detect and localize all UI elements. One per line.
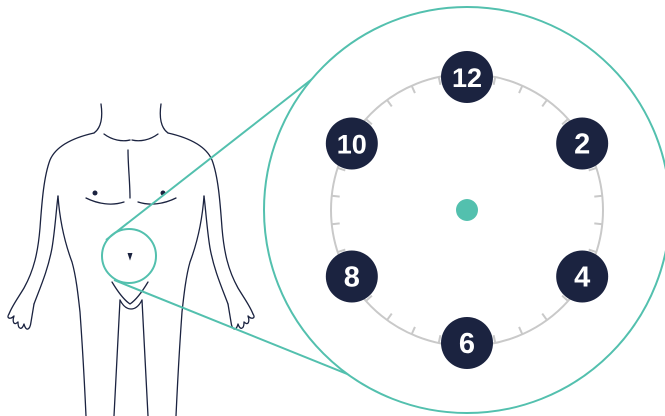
navel-center-dot bbox=[456, 199, 478, 221]
hour-marker-label: 4 bbox=[574, 262, 590, 294]
hour-marker-label: 8 bbox=[344, 262, 360, 294]
clock-tick bbox=[594, 223, 602, 224]
clock-tick bbox=[332, 223, 340, 224]
hour-marker-12: 12 bbox=[441, 51, 493, 103]
nipple-left-icon bbox=[93, 191, 98, 196]
hour-marker-6: 6 bbox=[441, 317, 493, 369]
hour-marker-8: 8 bbox=[326, 251, 378, 303]
navel-highlight-circle bbox=[102, 229, 156, 283]
hour-marker-label: 10 bbox=[337, 130, 367, 160]
hour-marker-2: 2 bbox=[556, 118, 608, 170]
hour-marker-label: 6 bbox=[459, 328, 475, 360]
hour-marker-4: 4 bbox=[556, 251, 608, 303]
hour-marker-label: 2 bbox=[574, 129, 590, 161]
hour-marker-label: 12 bbox=[452, 63, 482, 93]
hour-marker-10: 10 bbox=[326, 118, 378, 170]
clock-tick bbox=[594, 196, 602, 197]
clock-tick bbox=[332, 196, 340, 197]
